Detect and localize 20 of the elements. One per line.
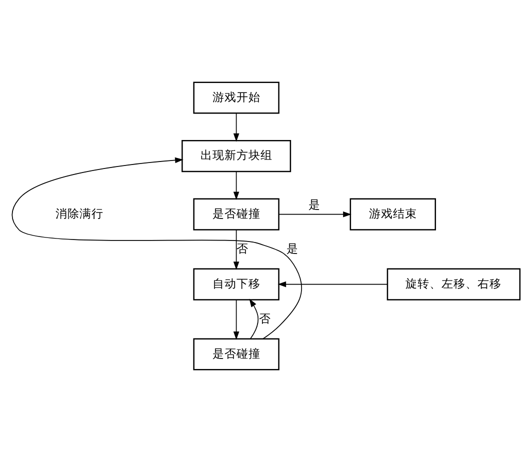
node-box: 自动下移 (193, 268, 280, 300)
arrow (233, 112, 240, 142)
edge-label: 否 (259, 310, 272, 325)
arrow (249, 298, 259, 338)
arrow (278, 280, 388, 287)
arrow (233, 229, 240, 270)
arrow (233, 299, 240, 340)
label: 消除满行 (56, 206, 104, 220)
edge-label: 否 (236, 240, 249, 255)
arrow (233, 170, 240, 200)
arrow (278, 210, 352, 217)
edge-label: 是 (286, 240, 299, 255)
node-box: 游戏结束 (350, 198, 436, 230)
node-box: 出现新方块组 (182, 140, 292, 172)
node-box: 是否碰撞 (193, 338, 280, 370)
edge-label: 是 (308, 197, 321, 212)
node-box: 游戏开始 (193, 81, 280, 114)
node-box: 旋转、左移、右移 (386, 268, 521, 300)
node-box: 是否碰撞 (193, 198, 280, 230)
arrow (12, 156, 302, 339)
